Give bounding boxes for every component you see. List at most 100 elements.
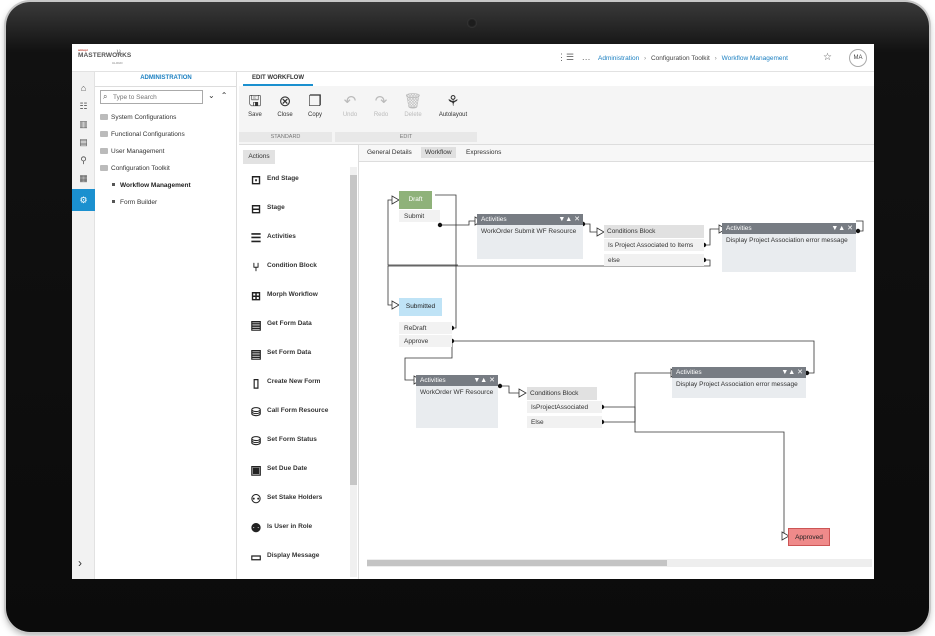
connector-activities3-cond2 <box>500 385 519 394</box>
palette-item-set-due-date[interactable]: ▣Set Due Date <box>247 462 307 478</box>
sidebar-item-form-builder[interactable]: Form Builder <box>112 199 157 206</box>
users-icon[interactable]: ☷ <box>79 101 88 111</box>
palette-item-stage[interactable]: ⊟Stage <box>247 201 285 217</box>
sidebar-item-system-configurations[interactable]: System Configurations <box>100 114 176 121</box>
sidebar-item-label: Workflow Management <box>120 182 191 189</box>
stage-draft[interactable]: Draft <box>399 191 432 209</box>
breadcrumb-administration[interactable]: Administration <box>598 55 640 62</box>
activities-header[interactable]: Activities▼▲ ✕ <box>722 223 856 234</box>
reorder-close-controls[interactable]: ▼▲ ✕ <box>781 369 803 376</box>
connector-approve-branch <box>452 340 815 374</box>
favorite-star-icon[interactable]: ☆ <box>823 52 832 63</box>
conditions-block-header[interactable]: Conditions Block <box>604 225 704 238</box>
stage-approved[interactable]: Approved <box>788 528 830 546</box>
canvas-scrollbar-thumb[interactable] <box>367 560 667 566</box>
palette-item-morph-workflow[interactable]: ⊞Morph Workflow <box>247 288 318 304</box>
palette-item-call-form-resource[interactable]: ⛁Call Form Resource <box>247 404 328 420</box>
condition-row[interactable]: Else <box>527 415 602 428</box>
set-stake-holders-icon: ⚇ <box>250 492 262 506</box>
stage-submitted-redraft[interactable]: ReDraft <box>399 321 452 334</box>
tree-toggle-icon[interactable]: ⋮☰ … <box>557 52 591 62</box>
location-pin-icon[interactable]: ⚲ <box>80 155 87 165</box>
palette-item-display-message[interactable]: ▭Display Message <box>247 549 319 565</box>
palette-item-get-form-data[interactable]: ▤Get Form Data <box>247 317 311 333</box>
sidebar-item-label: Configuration Toolkit <box>111 165 170 172</box>
reorder-close-controls[interactable]: ▼▲ ✕ <box>831 225 853 232</box>
conditions-block-header[interactable]: Conditions Block <box>527 387 597 400</box>
set-due-date-icon: ▣ <box>250 463 262 477</box>
tab-edit-workflow[interactable]: EDIT WORKFLOW <box>243 72 313 86</box>
org-structure-icon[interactable]: ⌂ <box>80 83 87 93</box>
activities-header[interactable]: Activities▼▲ ✕ <box>477 214 583 225</box>
palette-item-label: End Stage <box>267 175 299 182</box>
palette-item-condition-block[interactable]: ⑂Condition Block <box>247 259 316 275</box>
reorder-close-controls[interactable]: ▼▲ ✕ <box>558 216 580 223</box>
palette-item-is-user-in-role[interactable]: ⚉Is User in Role <box>247 520 313 536</box>
top-bar: amtepr MASTERWORKS CLOUD ≀≀ ⋮☰ … Adminis… <box>72 44 874 72</box>
save-button[interactable]: 🖫Save <box>241 92 269 118</box>
redo-button[interactable]: ↷Redo <box>367 92 395 118</box>
sidebar-item-user-management[interactable]: User Management <box>100 148 164 155</box>
folder-icon <box>100 148 108 154</box>
redo-icon: ↷ <box>374 93 388 110</box>
condition-row[interactable]: else <box>604 253 704 266</box>
palette-item-end-stage[interactable]: ⊡ End Stage <box>247 172 299 188</box>
gear-icon[interactable]: ⚙ <box>72 189 95 211</box>
copy-button[interactable]: ❐ Copy <box>301 92 329 118</box>
activities-body[interactable]: WorkOrder Submit WF Resource <box>477 225 583 259</box>
condition-row[interactable]: IsProjectAssociated <box>527 400 602 413</box>
palette-item-create-new-form[interactable]: ▯Create New Form <box>247 375 321 391</box>
sidebar-item-workflow-management[interactable]: Workflow Management <box>112 182 191 189</box>
copy-label: Copy <box>307 112 322 118</box>
arrowhead <box>596 227 605 237</box>
condition-row[interactable]: Is Project Associated to Items <box>604 238 704 251</box>
connector-activities1-conditions1 <box>583 223 597 233</box>
chevron-down-icon[interactable]: ⌄ <box>208 91 221 100</box>
save-label: Save <box>248 112 262 118</box>
stage-draft-submit[interactable]: Submit <box>399 209 440 222</box>
palette-scrollbar-thumb[interactable] <box>350 175 357 485</box>
activities-header[interactable]: Activities▼▲ ✕ <box>416 375 498 386</box>
search-input[interactable] <box>113 92 201 102</box>
reports-icon[interactable]: ▥ <box>79 119 88 129</box>
activities-body[interactable]: Display Project Association error messag… <box>672 378 806 398</box>
stage-submitted[interactable]: Submitted <box>399 298 442 316</box>
tab-expressions[interactable]: Expressions <box>466 149 502 156</box>
undo-button[interactable]: ↶Undo <box>336 92 364 118</box>
masterworks-logo[interactable]: amtepr MASTERWORKS CLOUD ≀≀ <box>78 48 131 68</box>
autolayout-button[interactable]: ⚘Autolayout <box>435 92 471 118</box>
copy-icon: ❐ <box>308 93 322 110</box>
activities-body[interactable]: Display Project Association error messag… <box>722 234 856 272</box>
tab-general-details[interactable]: General Details <box>367 149 412 156</box>
morph-workflow-icon: ⊞ <box>250 289 262 303</box>
end-stage-icon: ⊡ <box>250 173 262 187</box>
dashboard-icon[interactable]: ▦ <box>79 173 88 183</box>
sidebar-item-configuration-toolkit[interactable]: Configuration Toolkit <box>100 165 170 172</box>
stage-submitted-approve[interactable]: Approve <box>399 334 452 347</box>
bullet-icon <box>112 200 115 203</box>
activities-header[interactable]: Activities▼▲ ✕ <box>672 367 806 378</box>
connector-activities2-loop <box>856 220 864 232</box>
palette-item-set-form-data[interactable]: ▤Set Form Data <box>247 346 311 362</box>
palette-item-activities[interactable]: ☰Activities <box>247 230 296 246</box>
breadcrumb-configuration-toolkit[interactable]: Configuration Toolkit <box>650 55 710 62</box>
document-icon[interactable]: ▤ <box>79 137 88 147</box>
chevron-up-icon[interactable]: ⌃ <box>220 91 234 100</box>
tab-actions[interactable]: Actions <box>243 150 275 164</box>
reorder-arrows: ▼▲ <box>781 369 796 376</box>
expand-chevron-icon[interactable]: › <box>78 556 82 570</box>
avatar[interactable]: MA <box>849 49 867 67</box>
palette-item-set-stake-holders[interactable]: ⚇Set Stake Holders <box>247 491 323 507</box>
tab-workflow[interactable]: Workflow <box>421 147 456 158</box>
trash-icon: 🗑 <box>403 93 423 110</box>
close-button[interactable]: ⊗Close <box>271 92 299 118</box>
palette-item-set-form-status[interactable]: ⛁Set Form Status <box>247 433 317 449</box>
activities-body[interactable]: WorkOrder WF Resource <box>416 386 498 428</box>
close-label: Close <box>277 112 293 118</box>
reorder-close-controls[interactable]: ▼▲ ✕ <box>473 377 495 384</box>
breadcrumb-workflow-management[interactable]: Workflow Management <box>721 55 788 62</box>
delete-button[interactable]: 🗑Delete <box>399 92 427 118</box>
sidebar-item-label: Functional Configurations <box>111 131 185 138</box>
connector-isprojectassociated-approved <box>602 406 789 537</box>
sidebar-item-functional-configurations[interactable]: Functional Configurations <box>100 131 185 138</box>
